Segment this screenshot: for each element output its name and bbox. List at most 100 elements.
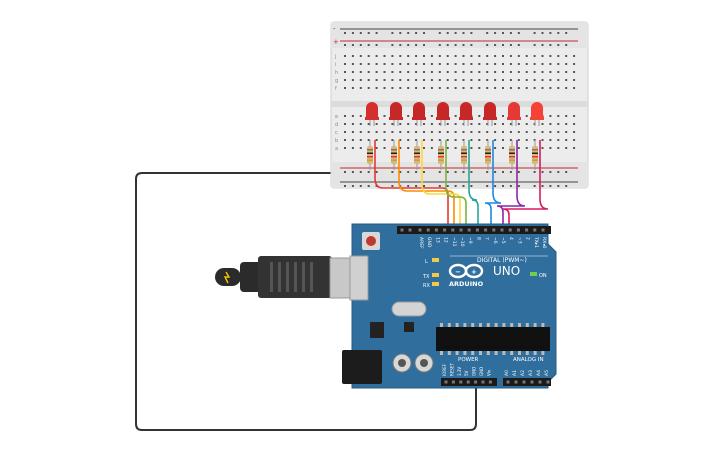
power-pin-hole[interactable]: [474, 380, 478, 384]
digital-pin-hole[interactable]: [408, 228, 412, 232]
led-1[interactable]: [366, 102, 378, 118]
resistor-3[interactable]: [414, 146, 420, 164]
breadboard-hole: [573, 71, 576, 73]
digital-pin-hole[interactable]: [459, 228, 463, 232]
breadboard-hole: [407, 123, 410, 125]
breadboard-hole: [462, 131, 465, 133]
breadboard-hole: [557, 131, 560, 133]
digital-pin-hole[interactable]: [434, 228, 438, 232]
analog-pin-hole[interactable]: [522, 380, 526, 384]
led-l-label: L: [425, 259, 428, 265]
digital-pin-hole[interactable]: [426, 228, 430, 232]
rail-hole: [446, 44, 449, 46]
digital-pin-hole[interactable]: [500, 228, 504, 232]
resistor-band: [485, 149, 491, 151]
ground-wire[interactable]: [135, 172, 477, 431]
analog-pin-label: A4: [536, 370, 542, 376]
led-7[interactable]: [508, 102, 520, 118]
rail-hole: [533, 185, 536, 187]
wire-5[interactable]: [468, 140, 479, 232]
power-pin-hole[interactable]: [459, 380, 463, 384]
resistor-5[interactable]: [461, 146, 467, 164]
breadboard-hole: [509, 139, 512, 141]
resistor-band: [509, 152, 515, 154]
breadboard-hole: [423, 87, 425, 89]
led-6[interactable]: [484, 102, 496, 118]
digital-pin-hole[interactable]: [484, 228, 488, 232]
resistor-6[interactable]: [485, 146, 491, 164]
rail-hole: [502, 44, 504, 46]
digital-pin-hole[interactable]: [451, 228, 455, 232]
wire-4[interactable]: [445, 140, 467, 232]
led-8[interactable]: [531, 102, 543, 118]
breadboard-hole: [359, 87, 362, 89]
breadboard-hole: [517, 139, 520, 141]
power-pin-hole[interactable]: [451, 380, 455, 384]
usb-cable[interactable]: [215, 256, 367, 299]
digital-pin-hole[interactable]: [475, 228, 479, 232]
digital-label: DIGITAL (PWM~): [477, 257, 527, 264]
led-3[interactable]: [413, 102, 425, 118]
analog-pin-hole[interactable]: [530, 380, 534, 384]
breadboard-hole: [454, 79, 457, 81]
chip-pin: [463, 323, 467, 327]
digital-pin-hole[interactable]: [467, 228, 471, 232]
power-pin-hole[interactable]: [488, 380, 492, 384]
analog-pin-hole[interactable]: [514, 380, 518, 384]
digital-header: [397, 226, 551, 234]
digital-pin-hole[interactable]: [508, 228, 512, 232]
digital-pin-hole[interactable]: [533, 228, 537, 232]
digital-pin-hole[interactable]: [516, 228, 520, 232]
brand-label: ARDUINO: [449, 280, 484, 288]
power-pin-hole[interactable]: [444, 380, 448, 384]
breadboard-hole: [502, 147, 504, 149]
breadboard-hole: [344, 139, 346, 141]
digital-pin-hole[interactable]: [525, 228, 529, 232]
breadboard-hole: [399, 131, 402, 133]
power-pin-hole[interactable]: [481, 380, 485, 384]
breadboard-hole: [502, 55, 504, 57]
wire-7[interactable]: [496, 140, 526, 232]
analog-pin-hole[interactable]: [546, 380, 550, 384]
digital-pin-hole[interactable]: [492, 228, 496, 232]
digital-pin-hole[interactable]: [443, 228, 447, 232]
digital-pin-hole[interactable]: [541, 228, 545, 232]
breadboard-hole: [375, 139, 378, 141]
breadboard-hole: [502, 63, 504, 65]
breadboard-hole: [423, 79, 425, 81]
breadboard-hole: [423, 123, 425, 125]
breadboard-hole: [502, 115, 504, 117]
analog-pin-hole[interactable]: [538, 380, 542, 384]
resistor-8[interactable]: [532, 146, 538, 164]
breadboard-hole: [470, 55, 473, 57]
resistor-2[interactable]: [391, 146, 397, 164]
led-5[interactable]: [460, 102, 472, 118]
digital-pin-hole[interactable]: [400, 228, 404, 232]
power-pin-label: GND: [479, 367, 484, 376]
resistor-7[interactable]: [509, 146, 515, 164]
chip-pin: [463, 351, 467, 355]
breadboard-hole: [565, 71, 568, 73]
wire-6[interactable]: [484, 140, 502, 232]
led-2[interactable]: [390, 102, 402, 118]
row-letter: a: [335, 146, 338, 152]
analog-pin-hole[interactable]: [506, 380, 510, 384]
chip-pin: [510, 323, 514, 327]
breadboard-hole: [478, 55, 481, 57]
breadboard-hole: [462, 71, 465, 73]
breadboard-hole: [565, 123, 568, 125]
power-pin-hole[interactable]: [466, 380, 470, 384]
wire-8[interactable]: [502, 140, 549, 232]
resistor-4[interactable]: [438, 146, 444, 164]
breadboard-hole: [486, 87, 489, 89]
rail-hole: [533, 32, 536, 34]
digital-pin-hole[interactable]: [418, 228, 422, 232]
led-4[interactable]: [437, 102, 449, 118]
breadboard-hole: [509, 55, 512, 57]
breadboard-hole: [383, 63, 386, 65]
resistor-1[interactable]: [367, 146, 373, 164]
breadboard-hole: [478, 71, 481, 73]
breadboard-hole: [502, 87, 504, 89]
power-pin-label: RESET: [449, 363, 454, 376]
